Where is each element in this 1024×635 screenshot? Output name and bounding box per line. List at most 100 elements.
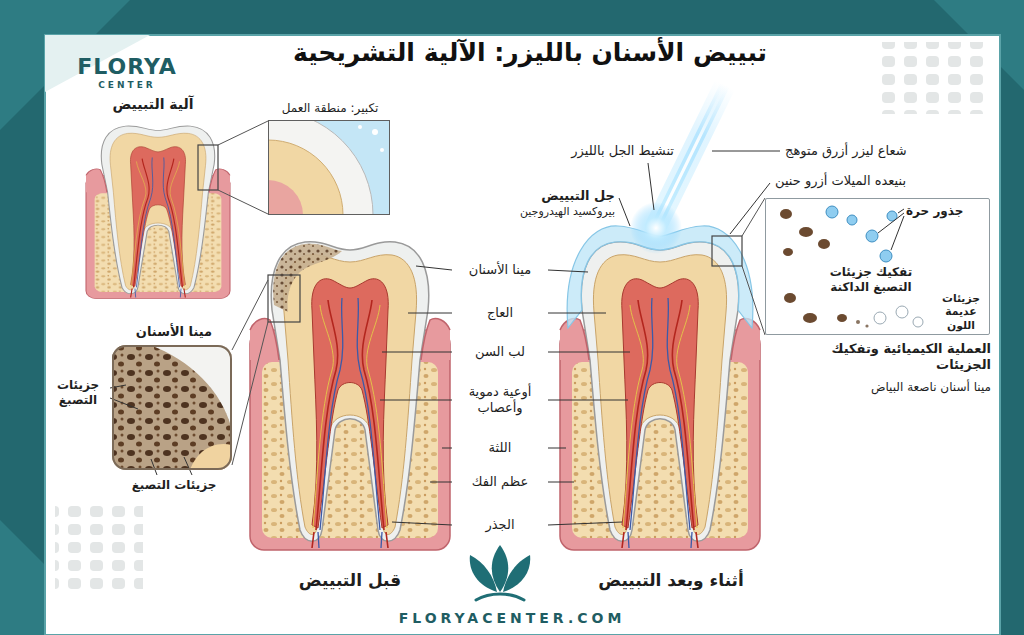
fragment (865, 324, 868, 327)
part-label: لب السن (458, 344, 542, 360)
logo-leaf (470, 555, 497, 592)
free-radical (826, 206, 838, 218)
zoom-marker (712, 236, 742, 266)
diagram-title: تبييض الأسنان بالليزر: الآلية التشريحية (205, 37, 855, 68)
stained-enamel (112, 345, 232, 470)
zoom-line (742, 198, 765, 335)
colorless-molecule (874, 312, 886, 324)
laser-spot (630, 202, 682, 254)
chemistry-inset: جذور حرة تفكيك جزيئات التصبغ الداكنةجزيئا… (765, 198, 990, 335)
free-radical (866, 230, 878, 242)
card-border (45, 35, 1000, 635)
card (45, 35, 1000, 635)
leader-line (548, 270, 588, 272)
stain-molecule (784, 293, 796, 303)
free-radical (880, 250, 892, 262)
leader-line (648, 163, 654, 210)
part-label: الجذر (458, 517, 542, 533)
part-label: جزيئات عديمة اللون (934, 292, 988, 332)
enamel-stain (273, 244, 342, 312)
leader-line (151, 457, 192, 475)
enamel-surface (150, 345, 232, 430)
leader-line (548, 522, 622, 525)
logo-mark (470, 545, 531, 600)
stain-molecule (783, 248, 793, 256)
leader-line (712, 151, 780, 152)
zoom-line (232, 280, 268, 465)
inset-caption: العملية الكيميائية وتفكيك الجزيئات (786, 341, 991, 374)
leader-line (416, 266, 452, 270)
gel-bubble (380, 148, 384, 152)
part-label: تفكيك جزيئات التصبغ الداكنة (812, 265, 930, 295)
brand-subtitle: CENTER (62, 80, 192, 91)
fragment (856, 320, 860, 324)
inset-heading: تكبير: منطقة العمل (255, 101, 405, 116)
part-label: بنيعده الميلات أزرو حنين (775, 173, 975, 189)
part-label: شعاع ليزر أزرق متوهج (785, 143, 970, 159)
part-label: اللثة (458, 440, 542, 456)
part-label: تنشيط الجل بالليزر (530, 143, 674, 159)
part-label: مينا الأسنان (458, 262, 542, 278)
part-label: بيروكسيد الهيدروجين (470, 205, 615, 219)
leader-line (548, 482, 574, 483)
colorless-molecule (913, 317, 923, 327)
free-radical (847, 215, 857, 225)
logo-base (476, 594, 524, 600)
leader-line (442, 448, 452, 449)
dentin-layer (268, 140, 343, 215)
part-label: جذور حرة (906, 204, 988, 219)
zoom-box: تكبير: منطقة العمل (268, 120, 390, 215)
part-label: عظم الفك (458, 474, 542, 490)
part-label: أوعية دموية وأعصاب (458, 384, 542, 417)
logo-leaf (503, 555, 530, 592)
tooth-before (250, 242, 450, 550)
leader-line (382, 352, 452, 353)
inset-caption: مينا أسنان ناصعة البياض (786, 380, 991, 395)
overview-tooth (86, 126, 230, 299)
dot-grid (55, 505, 143, 595)
part-label: جزيئات التصبغ (48, 378, 108, 408)
stain-molecule (799, 227, 813, 237)
gel-bubble (358, 125, 362, 129)
leader-line (110, 385, 138, 409)
leader-line (548, 352, 630, 353)
zoom-marker (198, 145, 218, 190)
zoom-marker (268, 275, 300, 322)
leader-line (730, 183, 770, 234)
part-label: جل التبييض (505, 188, 615, 204)
enamel-layer (268, 120, 373, 215)
website-watermark: FLORYACENTER.COM (300, 610, 724, 628)
pulp-layer (268, 180, 303, 215)
stain-molecule (818, 239, 830, 249)
part-label: العاج (458, 305, 542, 321)
dentin-layer (190, 444, 232, 470)
leader-line (619, 198, 630, 226)
gel-bubble (372, 129, 378, 135)
stain-detail (112, 345, 232, 470)
leader-line (430, 482, 452, 483)
part-label: جزيئات التصبغ (118, 478, 230, 493)
zoom-detail (268, 120, 390, 215)
inset-heading: مينا الأسنان (109, 324, 239, 340)
tooth-after (560, 242, 760, 550)
leader-line (392, 522, 452, 525)
leader-line (380, 400, 452, 401)
leader-line (548, 400, 628, 401)
stain-inset: مينا الأسنان (112, 345, 232, 470)
leader-line (408, 313, 452, 314)
stain-molecule (803, 313, 817, 323)
stain-molecule (837, 314, 847, 322)
figure-caption: قبل التبييض (262, 570, 438, 591)
dot-grid (878, 42, 988, 114)
colorless-molecule (896, 306, 908, 318)
figure-caption: أثناء وبعد التبييض (566, 570, 776, 591)
zoom-line (218, 121, 268, 214)
leader-line (548, 448, 566, 449)
panel-heading: آلية التبييض (88, 96, 218, 114)
stain-molecule (780, 209, 792, 219)
leader-line (548, 313, 606, 314)
brand-logo: FLORYA (62, 53, 192, 81)
